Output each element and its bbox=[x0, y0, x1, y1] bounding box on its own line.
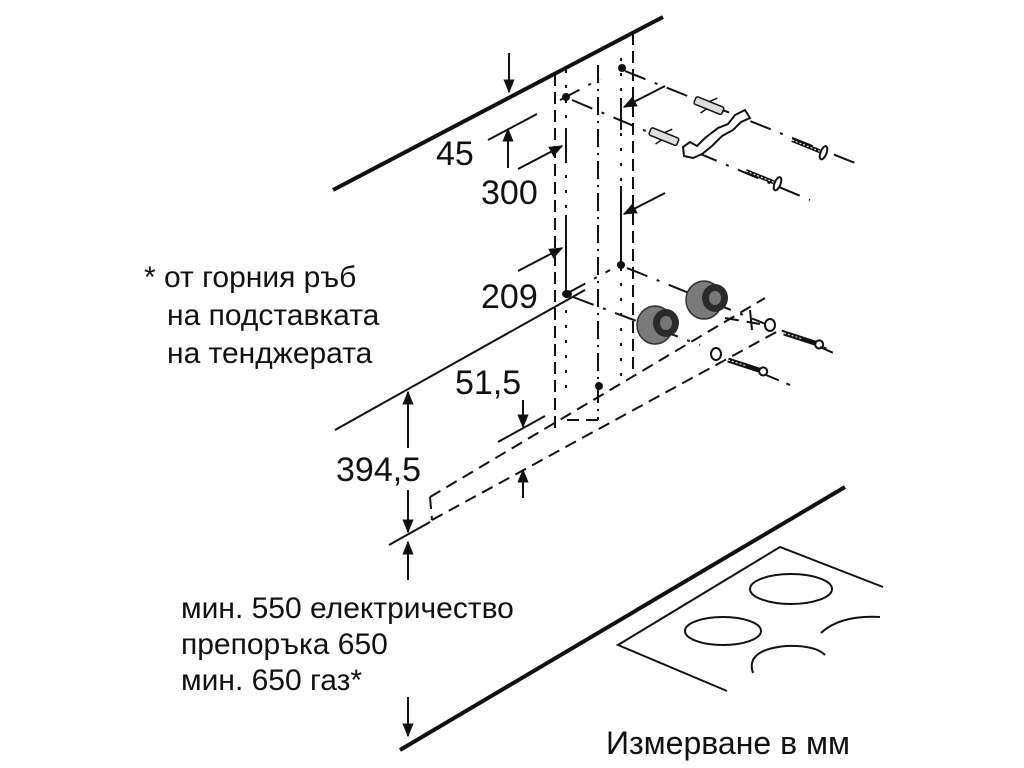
wood-screw-icon bbox=[791, 138, 829, 161]
hob-burner-3 bbox=[820, 615, 881, 634]
footnote-line-1: * от горния ръб bbox=[144, 261, 357, 294]
upper-axis-lines bbox=[559, 70, 861, 201]
footnote-line-3: на тенджерата bbox=[167, 337, 373, 370]
footnote-line-2: на подставката bbox=[167, 299, 380, 332]
hob-outline bbox=[615, 545, 884, 692]
hood-front-edge bbox=[497, 415, 546, 443]
dim-300-arrow-right bbox=[622, 85, 666, 108]
lower-screw-axis bbox=[724, 317, 839, 386]
dim-394-5-baseline bbox=[388, 521, 431, 546]
dim-51-5-label: 51,5 bbox=[455, 364, 522, 402]
wall-plug-icon bbox=[693, 96, 725, 116]
hob-burner-4 bbox=[750, 644, 826, 674]
dim-209-arrow-left bbox=[517, 247, 564, 272]
hole-markers bbox=[562, 64, 626, 390]
dim-300-arrow-left bbox=[517, 145, 564, 170]
hob-burner-1 bbox=[749, 573, 833, 605]
hood-right-edge bbox=[749, 309, 753, 331]
guide-lines bbox=[554, 33, 634, 430]
fixing-plug-icon bbox=[636, 305, 679, 345]
screw-icon bbox=[783, 330, 825, 350]
dim-45-label: 45 bbox=[436, 135, 474, 173]
hob-burner-2 bbox=[684, 616, 762, 646]
wood-screw-icon bbox=[745, 169, 783, 192]
hood-outline bbox=[429, 297, 781, 521]
fixing-plug-icon bbox=[685, 280, 728, 320]
dim-394-5-label: 394,5 bbox=[336, 451, 422, 489]
dim-45-extension bbox=[487, 113, 538, 141]
hook-bracket-icon bbox=[681, 108, 752, 160]
dim-209-label: 209 bbox=[481, 278, 538, 316]
dim-300-label: 300 bbox=[481, 174, 538, 212]
clearance-line-2: препоръка 650 bbox=[181, 628, 388, 661]
units-label: Измерване в мм bbox=[606, 725, 850, 761]
wall-plug-icon bbox=[648, 127, 680, 147]
clearance-line-3: мин. 650 газ* bbox=[181, 664, 363, 697]
hood-bottom-line bbox=[334, 289, 586, 431]
washer-icon bbox=[764, 318, 776, 332]
screw-icon bbox=[727, 357, 769, 377]
worktop-line bbox=[398, 485, 847, 752]
ceiling-line bbox=[332, 15, 664, 192]
dim-209-arrow-right bbox=[622, 192, 666, 215]
washer-icon bbox=[710, 347, 722, 361]
clearance-line-1: мин. 550 електричество bbox=[181, 592, 514, 625]
